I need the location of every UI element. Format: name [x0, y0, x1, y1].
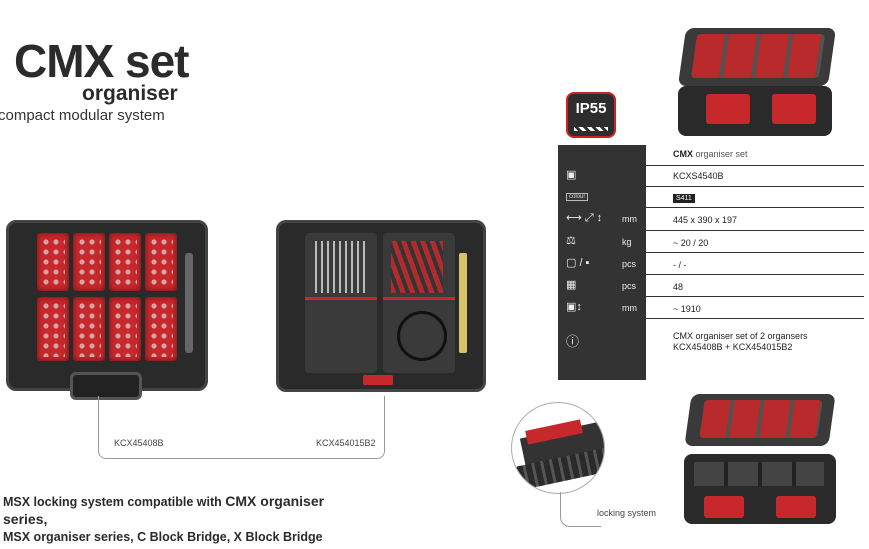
capacity-unit: pcs: [622, 259, 637, 269]
spec-row-capacity: ▢ / ▪ pcs - / -: [558, 253, 864, 275]
spec-code: KCXS4540B: [673, 171, 724, 181]
height-value: ~ 1910: [673, 304, 701, 314]
locking-detail-image: [511, 402, 605, 494]
dimensions-unit: mm: [622, 214, 637, 224]
weight-unit: kg: [622, 237, 632, 247]
spec-row-weight: ⚖ kg ~ 20 / 20: [558, 231, 864, 253]
spec-name-bold: CMX: [673, 149, 693, 159]
product-code-left: KCX45408B: [114, 438, 164, 448]
dimensions-value: 445 x 390 x 197: [673, 215, 738, 225]
spec-row-dimensions: ⟷ ⤢ ↕ mm 445 x 390 x 197: [558, 208, 864, 231]
page-subtitle: organiser: [82, 82, 178, 105]
set-image-top: [676, 24, 837, 144]
weight-icon: ⚖: [566, 235, 576, 247]
product-bracket: [98, 396, 385, 459]
compat-prefix: MSX locking system compatible with: [3, 495, 226, 509]
barcode-icon: ▣: [566, 169, 577, 181]
ip55-label: IP55: [575, 100, 607, 117]
organiser-image-left: [6, 220, 208, 391]
pallet-value: 48: [673, 282, 684, 292]
info-line1: CMX organiser set of 2 organsers: [673, 331, 808, 341]
spec-row-height: ▣↕ mm ~ 1910: [558, 297, 864, 319]
locking-system-label: locking system: [597, 508, 657, 518]
compatibility-note: MSX locking system compatible with CMX o…: [3, 493, 343, 546]
ip55-badge: IP55: [566, 92, 616, 138]
info-line2: KCX45408B + KCX454015B2: [673, 342, 793, 352]
capacity-value: - / -: [673, 260, 687, 270]
container-icon: ▢ / ▪: [566, 257, 590, 269]
pallet-height-icon: ▣↕: [566, 301, 582, 313]
spec-row-pallet: ▦ pcs 48: [558, 275, 864, 297]
organiser-image-right: [276, 220, 486, 392]
weight-value: ~ 20 / 20: [673, 238, 709, 248]
colour-swatch: S411: [673, 194, 695, 203]
spec-row-code: ▣ KCXS4540B: [558, 166, 864, 187]
compat-line2: MSX organiser series, C Block Bridge, X …: [3, 530, 323, 544]
colour-label: colour: [566, 193, 589, 201]
pallet-icon: ▦: [566, 279, 577, 291]
product-code-right: KCX454015B2: [316, 438, 376, 448]
organiser-handle: [70, 372, 142, 400]
info-icon: ⓘ: [566, 334, 580, 349]
locking-callout-line: [560, 492, 601, 527]
height-unit: mm: [622, 303, 637, 313]
spec-row-colour: colour S411: [558, 187, 864, 208]
spec-row-name: CMX organiser set: [558, 145, 864, 166]
set-image-bottom: [680, 392, 840, 532]
spec-row-info: ⓘ CMX organiser set of 2 organsers KCX45…: [558, 325, 864, 365]
tagline: compact modular system: [0, 107, 165, 124]
spec-icon-column: [558, 145, 646, 380]
dimensions-icon: ⟷ ⤢ ↕: [566, 212, 603, 224]
spec-name-rest: organiser set: [693, 149, 748, 159]
page-title: CMX set: [14, 35, 189, 87]
compat-emph: CMX organiser series,: [3, 493, 325, 527]
pallet-unit: pcs: [622, 281, 637, 291]
